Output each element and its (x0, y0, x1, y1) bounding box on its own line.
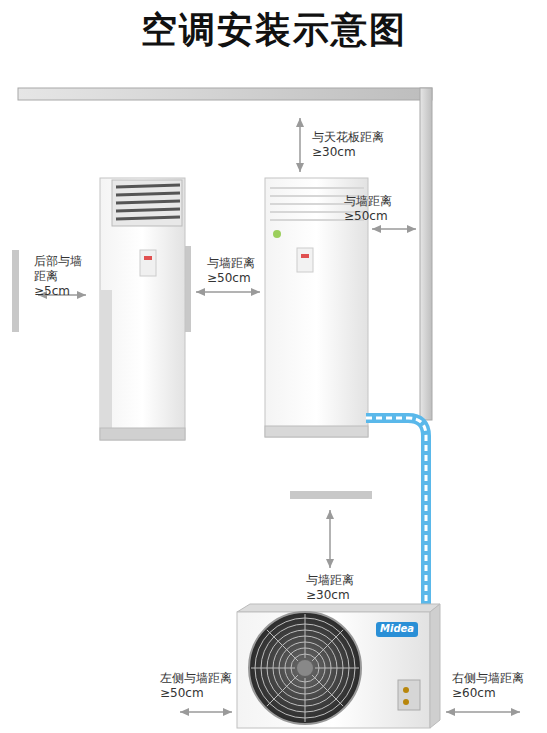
back-wall (290, 491, 372, 499)
ceiling-distance-label: 与天花板距离 ≥30cm (312, 130, 384, 160)
right-distance-label: 右侧与墙距离 ≥60cm (452, 671, 524, 701)
wall-distance-label: 与墙距离 ≥30cm (306, 573, 354, 603)
brand-logo: Midea (376, 622, 418, 637)
rear-wall (12, 250, 19, 332)
indoor-unit-left (100, 178, 185, 440)
dimension-arrows (38, 118, 520, 712)
diagram-title: 空调安装示意图 (0, 6, 547, 55)
wall-distance-label: 与墙距离 ≥50cm (207, 256, 255, 286)
ceiling-wall (18, 88, 432, 100)
right-wall (420, 88, 432, 420)
outdoor-unit (237, 604, 440, 728)
rear-distance-label: 后部与墙 距离≥5cm (34, 254, 82, 299)
wall-distance-label: 与墙距离 ≥50cm (344, 194, 392, 224)
left-distance-label: 左侧与墙距离 ≥50cm (160, 671, 232, 701)
